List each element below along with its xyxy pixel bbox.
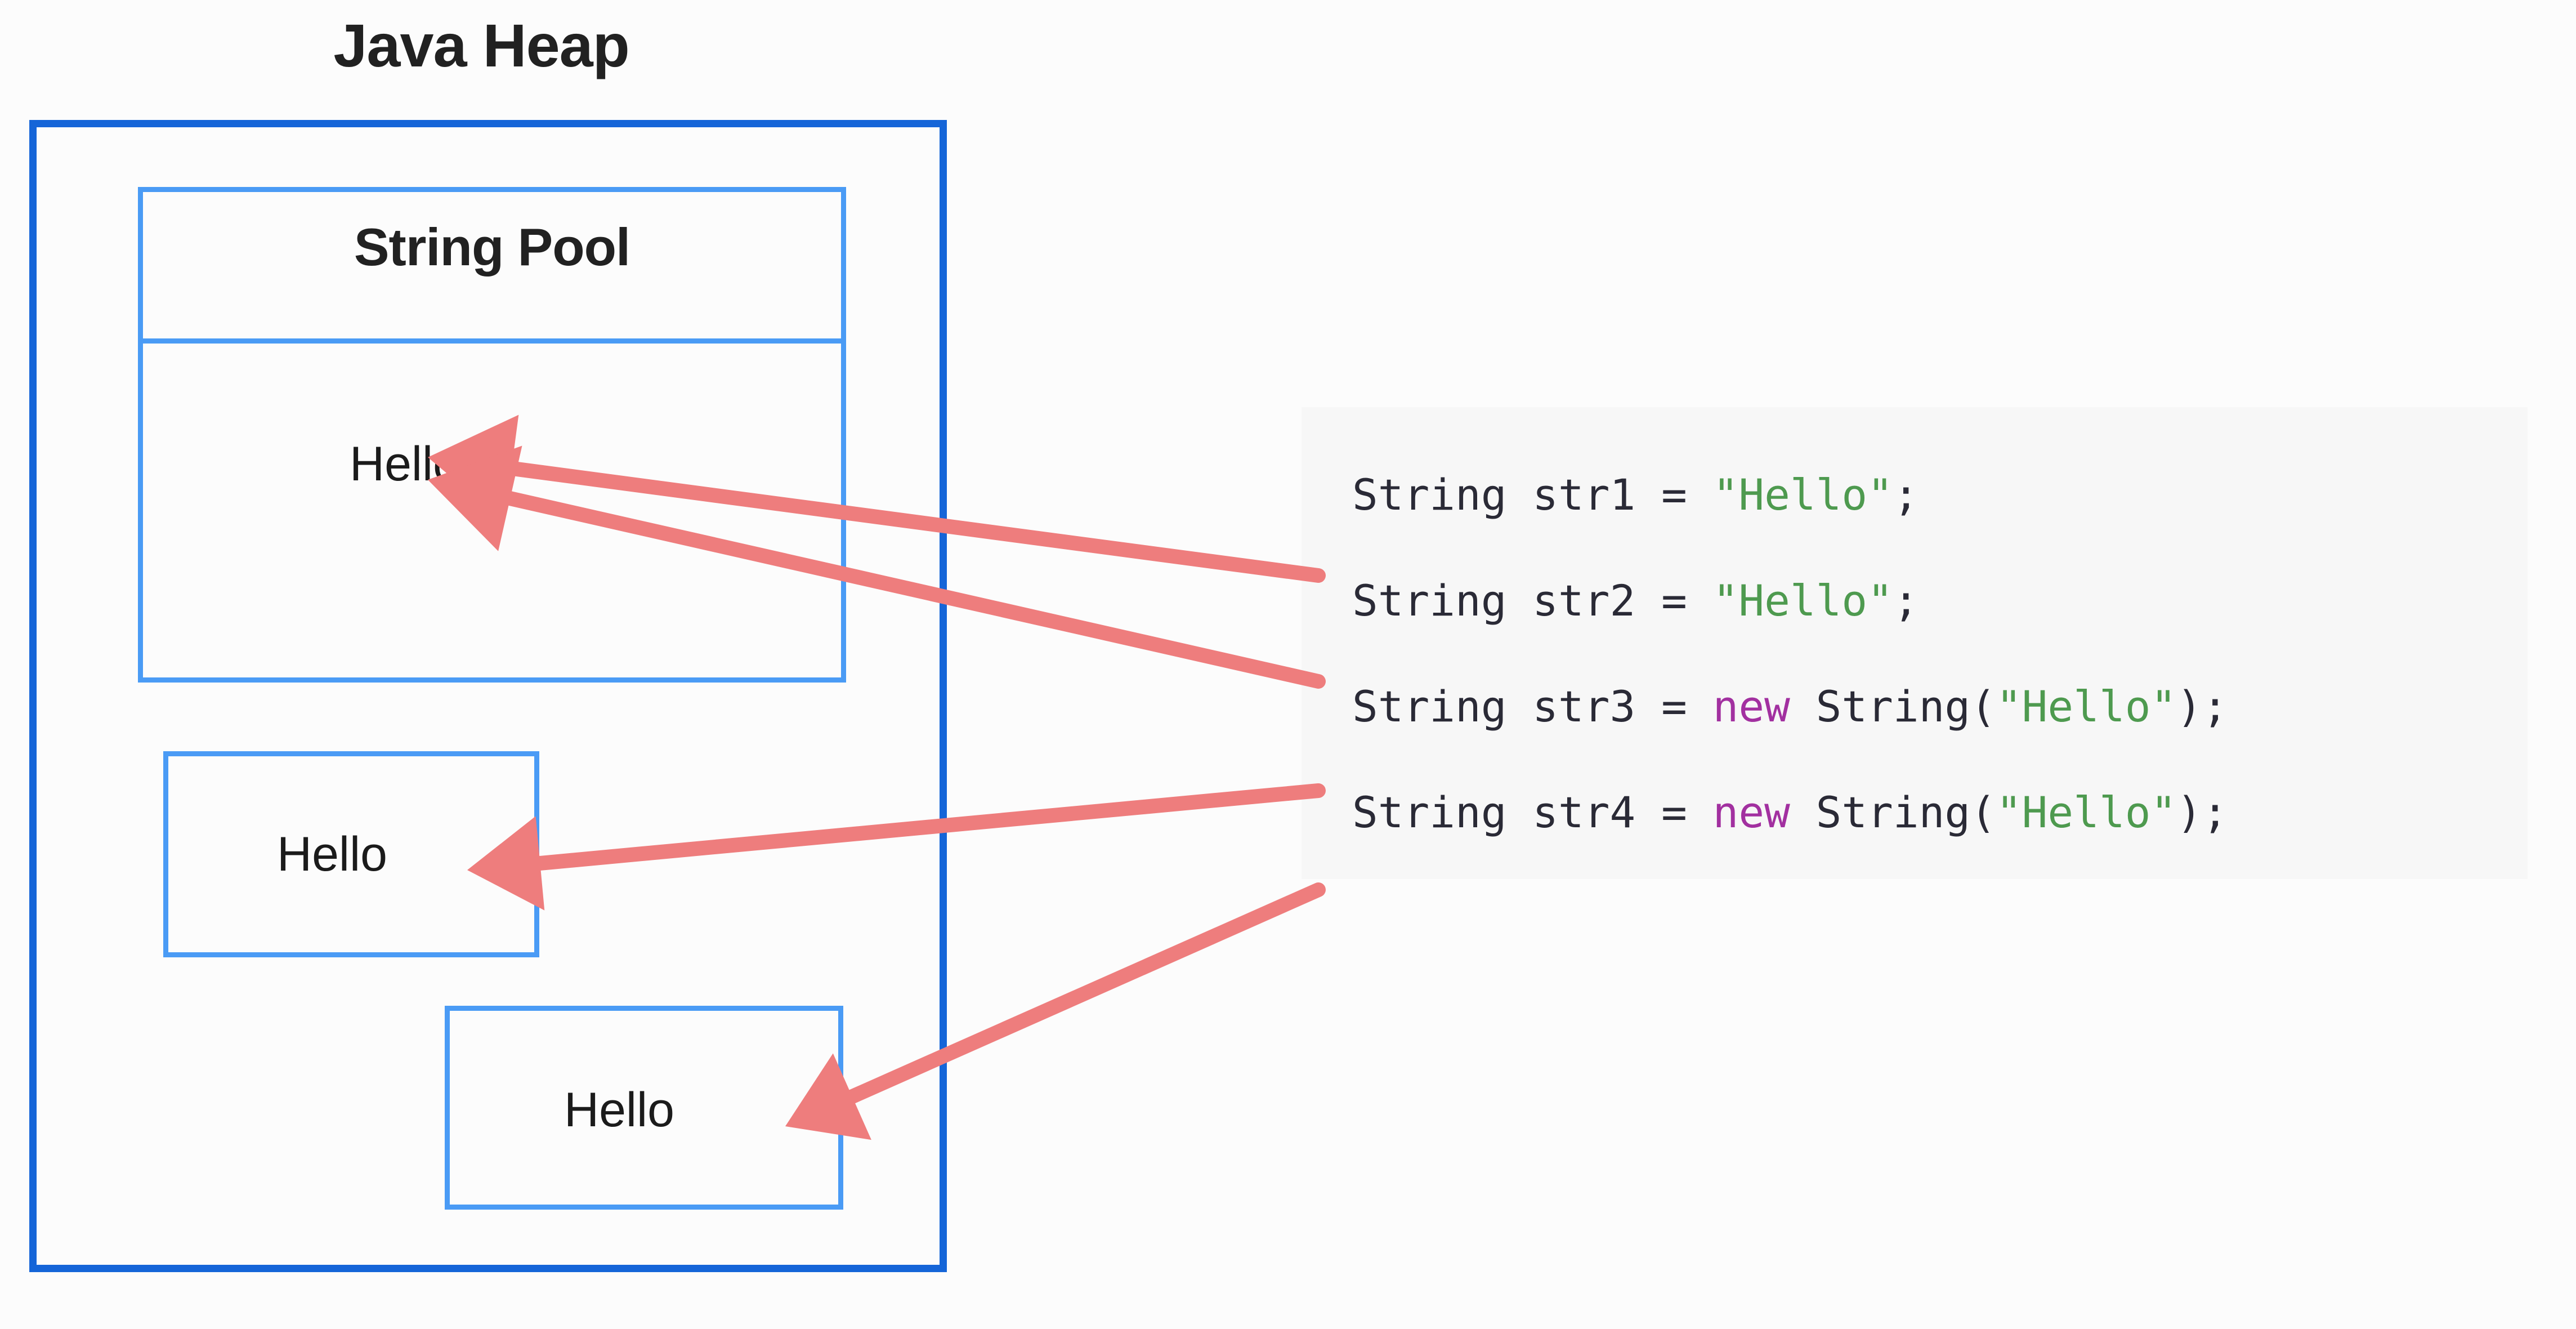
code-token-plain: String str1 = [1352,470,1713,520]
code-token-plain: String( [1790,681,1996,732]
code-token-string: "Hello" [1712,576,1893,626]
code-token-string: "Hello" [1712,470,1893,520]
heap-object-2: Hello [564,1083,674,1137]
code-token-plain: String str2 = [1352,576,1713,626]
code-token-keyword: new [1712,787,1790,837]
code-line-str3: String str3 = new String("Hello"); [1352,654,2528,760]
code-token-string: "Hello" [1996,681,2177,732]
code-token-plain: String( [1790,787,1996,837]
string-pool-box [138,187,846,683]
code-token-plain: ); [2176,787,2228,837]
code-line-str2: String str2 = "Hello"; [1352,548,2528,654]
code-token-string: "Hello" [1996,787,2177,837]
code-token-plain: ; [1893,576,1919,626]
code-token-plain: ; [1893,470,1919,520]
page-title: Java Heap [333,11,629,79]
string-pool-entry-hello: Hello [350,437,460,491]
code-token-plain: String str3 = [1352,681,1713,732]
code-token-keyword: new [1712,681,1790,732]
string-pool-title: String Pool [354,217,630,276]
code-line-str4: String str4 = new String("Hello"); [1352,760,2528,866]
string-pool-divider [143,338,841,344]
heap-object-1: Hello [277,827,387,881]
code-panel: String str1 = "Hello"; String str2 = "He… [1302,407,2528,879]
code-token-plain: ); [2176,681,2228,732]
code-token-plain: String str4 = [1352,787,1713,837]
code-line-str1: String str1 = "Hello"; [1352,442,2528,548]
